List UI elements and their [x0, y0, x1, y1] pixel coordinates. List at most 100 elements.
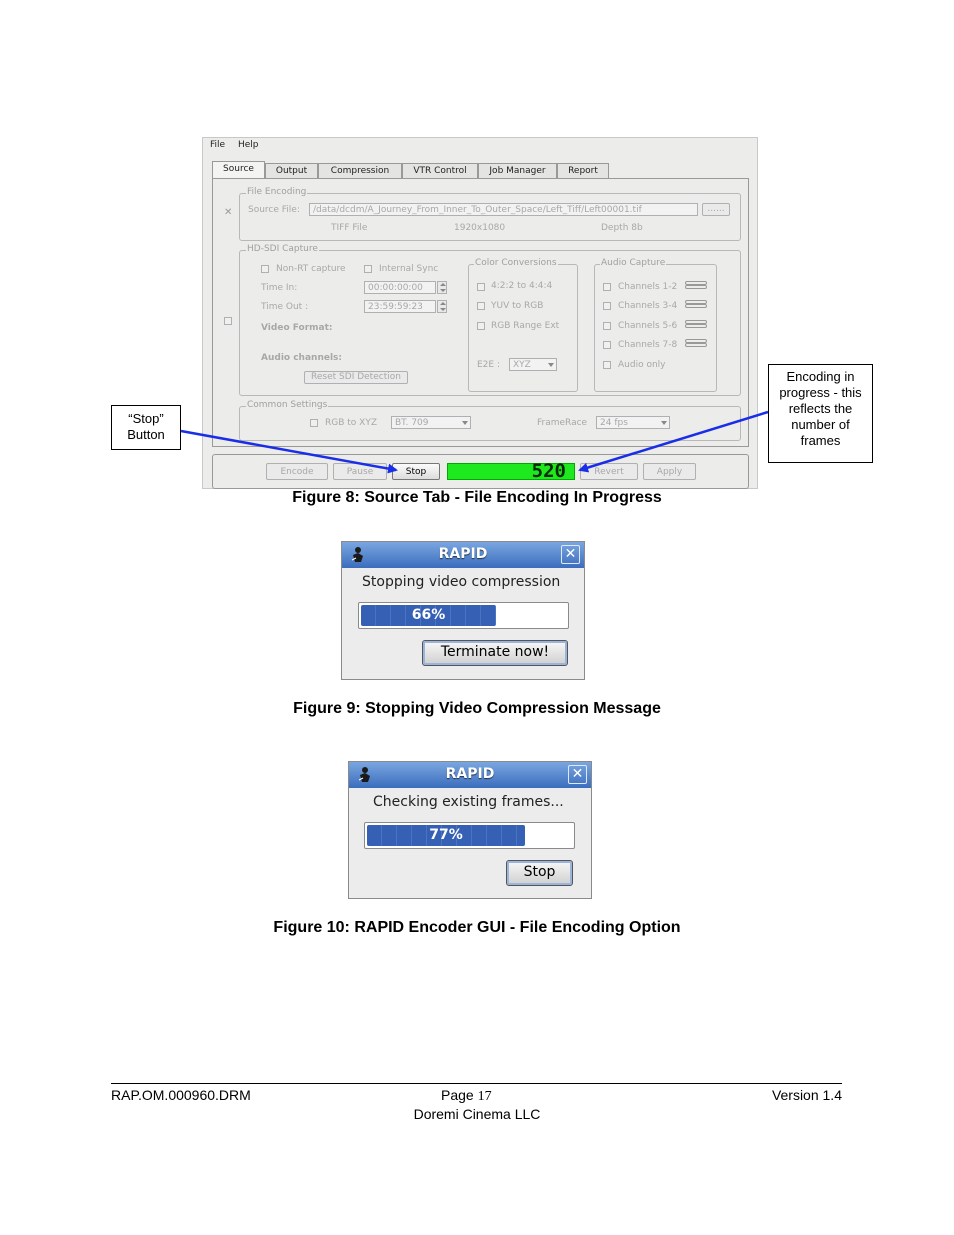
channels-5-6-checkbox[interactable] [603, 322, 611, 330]
figure-8-caption: Figure 8: Source Tab - File Encoding In … [292, 489, 662, 506]
channels-3-4-slider[interactable] [685, 300, 707, 308]
framerate-value: 24 fps [600, 418, 628, 428]
close-icon[interactable]: ✕ [561, 545, 580, 564]
channels-1-2-label: Channels 1-2 [618, 282, 678, 292]
yuv-rgb-label: YUV to RGB [491, 301, 544, 311]
dialog-title: RAPID [438, 546, 488, 562]
bottom-toolbar [212, 454, 749, 489]
channels-5-6-slider[interactable] [685, 320, 707, 328]
e2e-label: E2E : [477, 360, 500, 370]
chevron-down-icon [661, 421, 667, 425]
rgb-xyz-select[interactable]: BT. 709 [391, 416, 471, 429]
channels-5-6-label: Channels 5-6 [618, 321, 678, 331]
stop-button[interactable]: Stop [506, 860, 573, 886]
422-444-label: 4:2:2 to 4:4:4 [491, 281, 553, 291]
stop-button-callout: “Stop” Button [111, 405, 181, 450]
apply-button[interactable]: Apply [643, 463, 696, 480]
rapid-app-icon [358, 767, 370, 782]
rgb-xyz-label: RGB to XYZ [325, 418, 377, 428]
progress-bar: 77% [364, 822, 575, 849]
dialog-titlebar: RAPID ✕ [349, 762, 591, 788]
dialog-titlebar: RAPID ✕ [342, 542, 584, 568]
yuv-rgb-checkbox[interactable] [477, 302, 485, 310]
common-settings-title: Common Settings [246, 400, 329, 410]
encoding-progress-callout: Encoding in progress - this reflects the… [768, 364, 873, 463]
dialog-message: Stopping video compression [362, 574, 561, 590]
file-encoding-group: File Encoding Source File: /data/dcdm/A_… [239, 187, 741, 241]
source-tab-panel: ✕ File Encoding Source File: /data/dcdm/… [212, 178, 749, 447]
encode-button[interactable]: Encode [266, 463, 328, 480]
chevron-down-icon [462, 421, 468, 425]
framerate-select[interactable]: 24 fps [596, 416, 670, 429]
time-in-spinner[interactable] [437, 281, 447, 294]
checking-frames-dialog: RAPID ✕ Checking existing frames... 77% … [348, 761, 592, 899]
channels-1-2-checkbox[interactable] [603, 283, 611, 291]
figure-10-caption: Figure 10: RAPID Encoder GUI - File Enco… [273, 919, 681, 936]
time-out-input[interactable]: 23:59:59:23 [364, 300, 436, 313]
tab-compression[interactable]: Compression [318, 163, 402, 178]
non-rt-checkbox[interactable] [261, 265, 269, 273]
encoding-callout-arrow [578, 410, 769, 473]
audio-capture-title: Audio Capture [600, 258, 667, 268]
channels-1-2-slider[interactable] [685, 281, 707, 289]
footer-version: Version 1.4 [771, 1087, 842, 1103]
callout-arrows [180, 410, 769, 474]
framerate-label: FrameRace [537, 418, 588, 428]
hdsdi-checkbox[interactable] [224, 317, 232, 325]
file-encoding-checkbox[interactable]: ✕ [224, 207, 233, 218]
footer-page-label: Page [441, 1087, 474, 1103]
tab-job-manager[interactable]: Job Manager [478, 163, 557, 178]
file-type-text: TIFF File [331, 223, 368, 233]
close-icon[interactable]: ✕ [568, 765, 587, 784]
time-out-label: Time Out : [261, 302, 309, 312]
tab-vtr-control[interactable]: VTR Control [402, 163, 478, 178]
progress-label: 77% [429, 827, 463, 843]
reset-sdi-button[interactable]: Reset SDI Detection [304, 371, 408, 384]
footer-page-number: 17 [477, 1089, 492, 1104]
terminate-now-button[interactable]: Terminate now! [422, 640, 568, 666]
figure-9-caption: Figure 9: Stopping Video Compression Mes… [293, 700, 661, 717]
e2e-select[interactable]: XYZ [509, 358, 557, 371]
common-settings-group: Common Settings RGB to XYZ BT. 709 Frame… [239, 400, 741, 441]
menu-help[interactable]: Help [238, 140, 259, 150]
encoding-callout-text: Encoding in progress - this reflects the… [779, 369, 862, 448]
audio-channels-label: Audio channels: [261, 353, 342, 363]
depth-text: Depth 8b [601, 223, 643, 233]
color-conversions-group: Color Conversions 4:2:2 to 4:4:4 YUV to … [468, 258, 578, 392]
rgb-xyz-checkbox[interactable] [310, 419, 318, 427]
menu-file[interactable]: File [210, 140, 226, 150]
footer-page: Page 17 [441, 1087, 492, 1105]
channels-7-8-slider[interactable] [685, 339, 707, 347]
internal-sync-label: Internal Sync [379, 264, 439, 274]
e2e-value: XYZ [513, 360, 531, 370]
channels-7-8-checkbox[interactable] [603, 341, 611, 349]
time-in-input[interactable]: 00:00:00:00 [364, 281, 436, 294]
422-444-checkbox[interactable] [477, 283, 485, 291]
tab-report[interactable]: Report [557, 163, 609, 178]
color-conversions-title: Color Conversions [474, 258, 558, 268]
rgb-xyz-value: BT. 709 [395, 418, 429, 428]
footer-rule [111, 1083, 842, 1084]
non-rt-label: Non-RT capture [276, 264, 346, 274]
channels-3-4-checkbox[interactable] [603, 302, 611, 310]
rgb-range-checkbox[interactable] [477, 322, 485, 330]
audio-only-checkbox[interactable] [603, 361, 611, 369]
chevron-down-icon [548, 363, 554, 367]
source-file-input[interactable]: /data/dcdm/A_Journey_From_Inner_To_Outer… [309, 203, 698, 216]
progress-fill [367, 825, 525, 846]
file-encoding-title: File Encoding [246, 187, 308, 197]
dialog-message: Checking existing frames... [373, 794, 564, 810]
time-out-spinner[interactable] [437, 300, 447, 313]
video-format-label: Video Format: [261, 323, 333, 333]
audio-capture-group: Audio Capture Channels 1-2 Channels 3-4 … [594, 258, 717, 392]
internal-sync-checkbox[interactable] [364, 265, 372, 273]
rapid-encoder-window: File Help Source Output Compression VTR … [202, 137, 758, 489]
resolution-text: 1920x1080 [454, 223, 506, 233]
tab-output[interactable]: Output [265, 163, 318, 178]
tab-source[interactable]: Source [212, 161, 265, 179]
browse-button[interactable]: ...... [702, 203, 730, 216]
footer-doc-id: RAP.OM.000960.DRM [111, 1087, 251, 1103]
stop-callout-text: “Stop” Button [127, 411, 165, 442]
frame-counter-value: 520 [531, 460, 566, 482]
hdsdi-capture-group: HD-SDI Capture Non-RT capture Internal S… [239, 244, 741, 396]
